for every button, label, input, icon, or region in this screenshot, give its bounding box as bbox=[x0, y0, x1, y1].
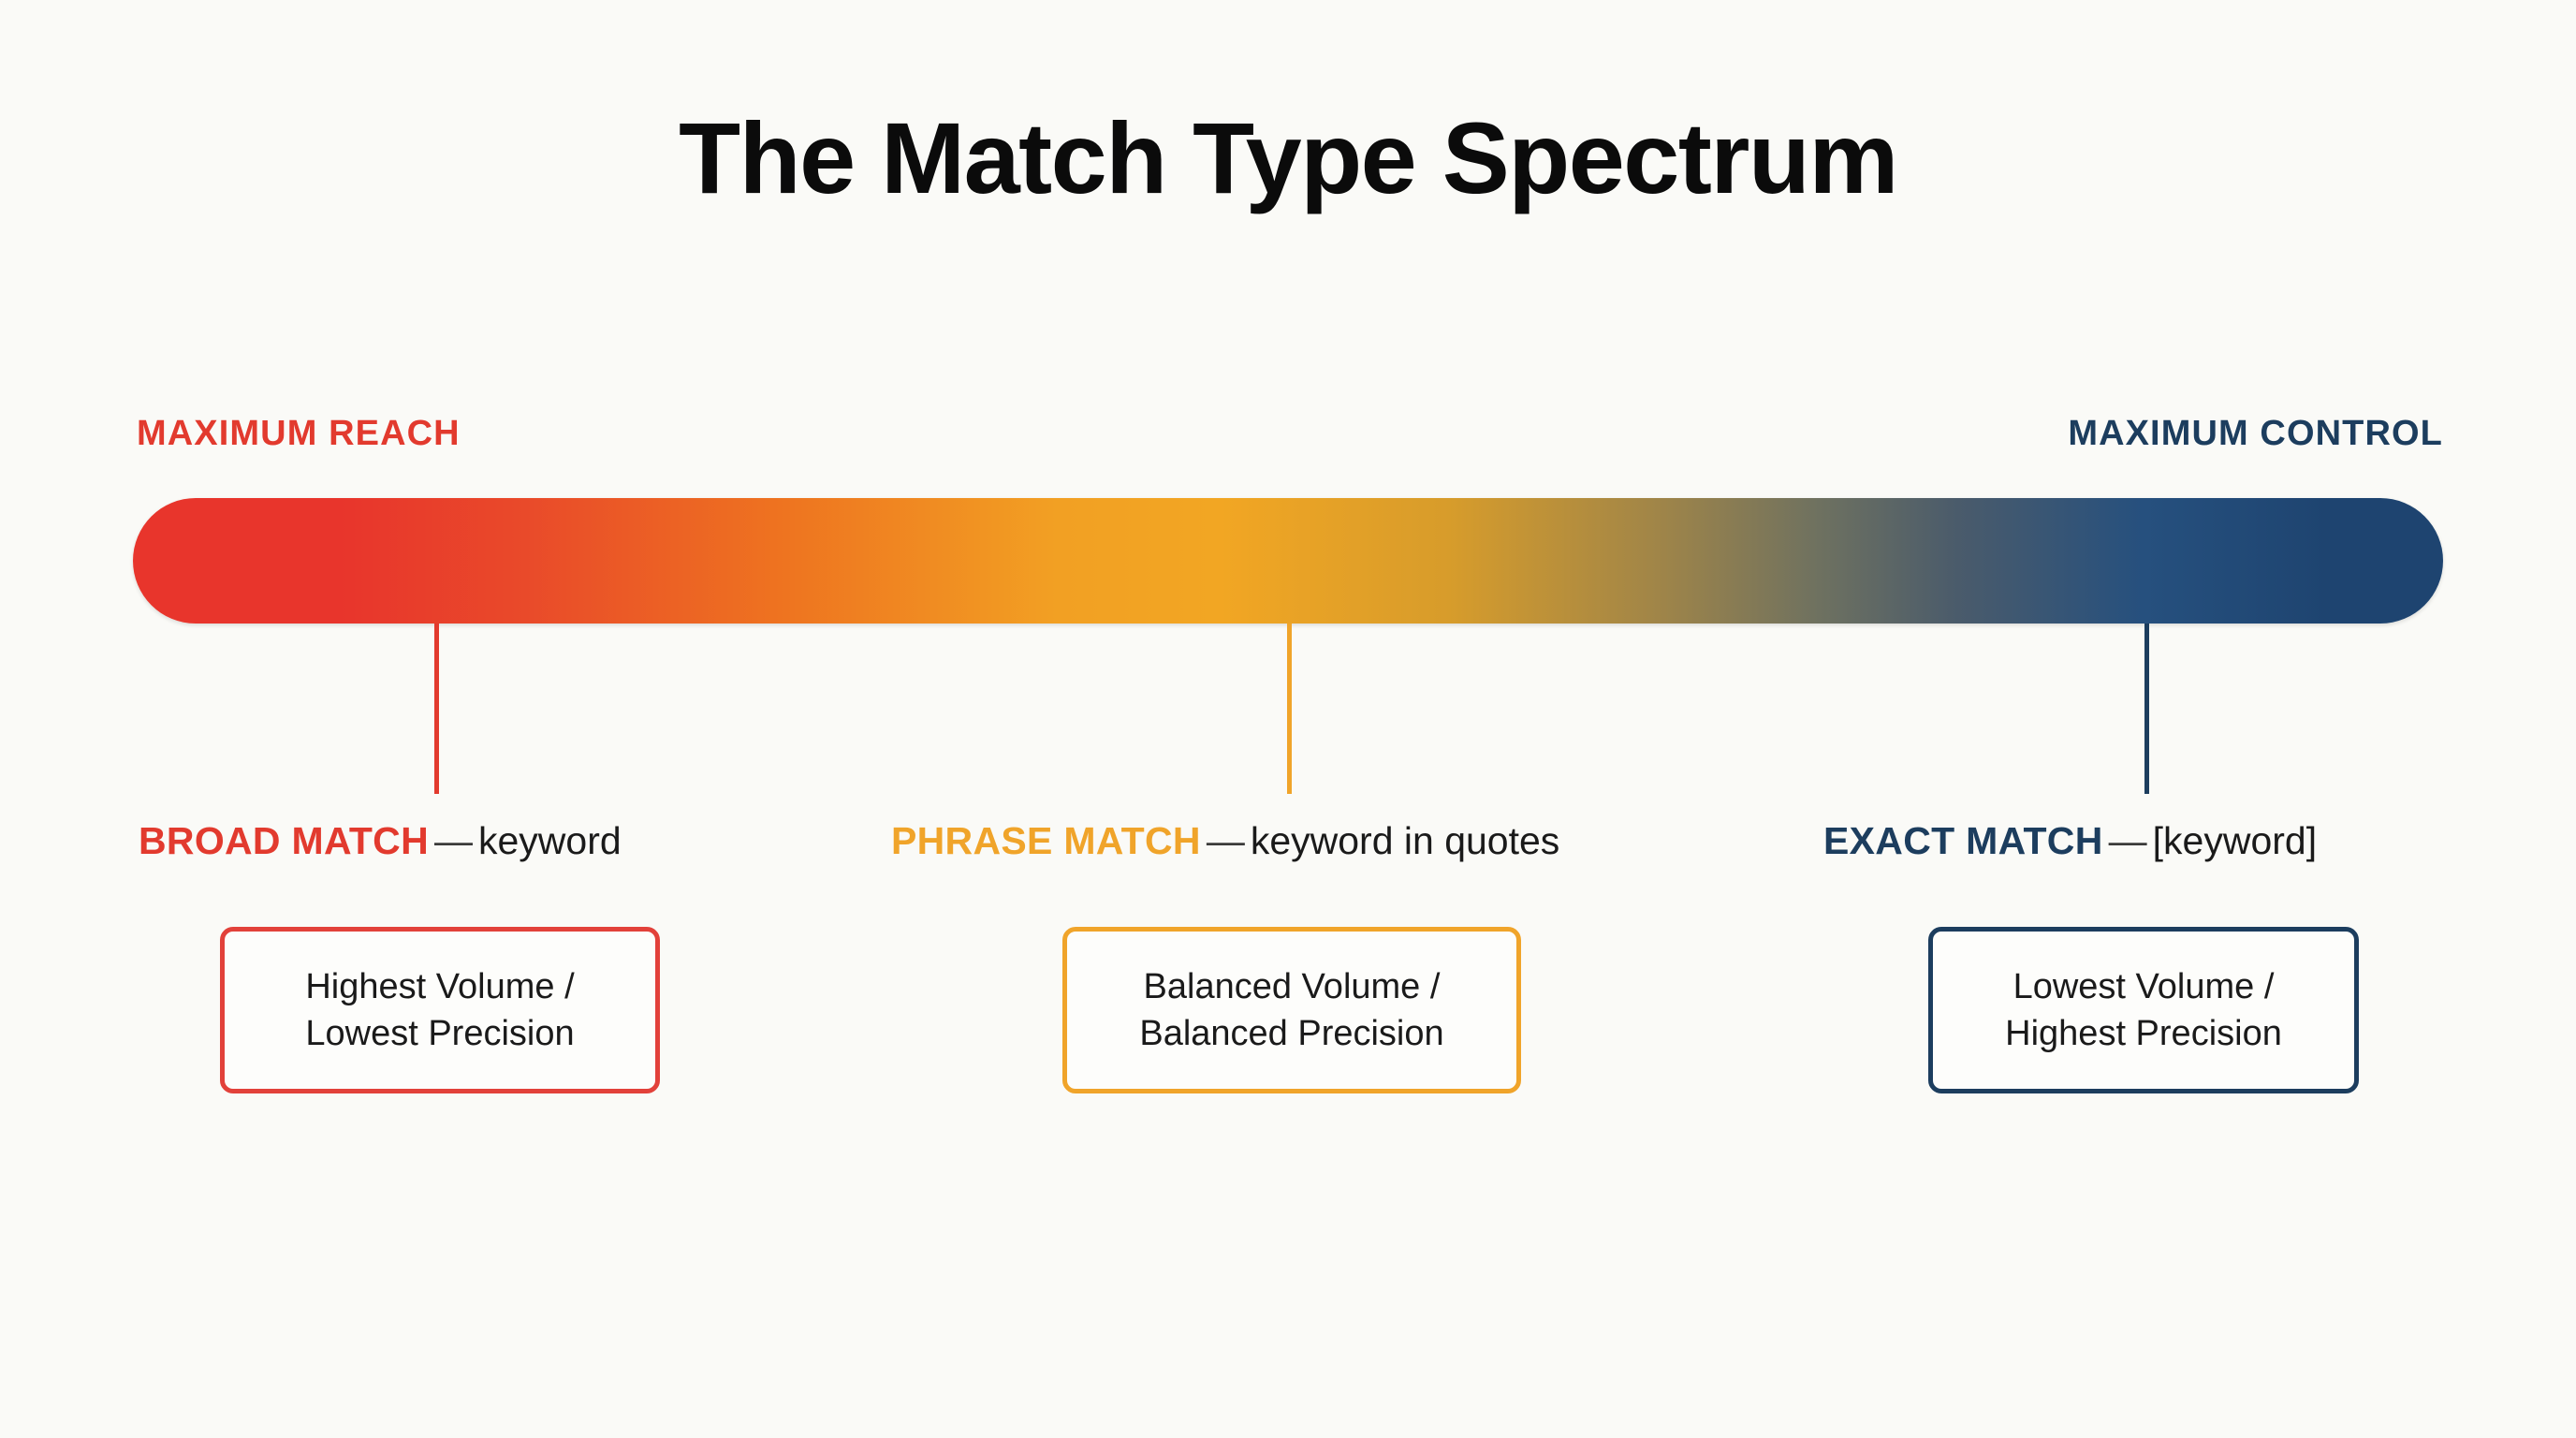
match-type-separator-phrase: — bbox=[1206, 819, 1245, 862]
outcome-line-2: Highest Precision bbox=[2005, 1014, 2282, 1053]
connector-line-phrase-match bbox=[1287, 624, 1292, 794]
outcome-box-exact-match: Lowest Volume / Highest Precision bbox=[1928, 927, 2359, 1093]
spectrum-gradient-bar bbox=[133, 498, 2443, 624]
outcome-box-phrase-match: Balanced Volume / Balanced Precision bbox=[1062, 927, 1521, 1093]
match-type-label-broad: BROAD MATCH—keyword bbox=[139, 822, 622, 860]
match-type-label-exact: EXACT MATCH—[keyword] bbox=[1823, 822, 2317, 860]
connector-line-broad-match bbox=[434, 624, 439, 794]
match-type-separator-broad: — bbox=[434, 819, 473, 862]
connector-line-exact-match bbox=[2144, 624, 2149, 794]
outcome-line-2: Balanced Precision bbox=[1139, 1014, 1444, 1053]
match-type-syntax-phrase: keyword in quotes bbox=[1250, 819, 1560, 862]
outcome-box-broad-match: Highest Volume / Lowest Precision bbox=[220, 927, 660, 1093]
match-type-syntax-broad: keyword bbox=[478, 819, 622, 862]
outcome-line-1: Balanced Volume / bbox=[1143, 966, 1441, 1006]
spectrum-right-end-label: MAXIMUM CONTROL bbox=[2068, 414, 2443, 453]
outcome-line-1: Lowest Volume / bbox=[2012, 966, 2275, 1006]
match-type-name-phrase: PHRASE MATCH bbox=[891, 819, 1201, 862]
page-title: The Match Type Spectrum bbox=[679, 101, 1898, 214]
match-type-name-exact: EXACT MATCH bbox=[1823, 819, 2103, 862]
spectrum-left-end-label: MAXIMUM REACH bbox=[137, 414, 461, 453]
match-type-syntax-exact: [keyword] bbox=[2152, 819, 2318, 862]
match-type-label-phrase: PHRASE MATCH—keyword in quotes bbox=[891, 822, 1559, 860]
match-type-separator-exact: — bbox=[2108, 819, 2147, 862]
outcome-line-1: Highest Volume / bbox=[305, 966, 575, 1006]
match-type-name-broad: BROAD MATCH bbox=[139, 819, 429, 862]
outcome-line-2: Lowest Precision bbox=[305, 1014, 575, 1053]
